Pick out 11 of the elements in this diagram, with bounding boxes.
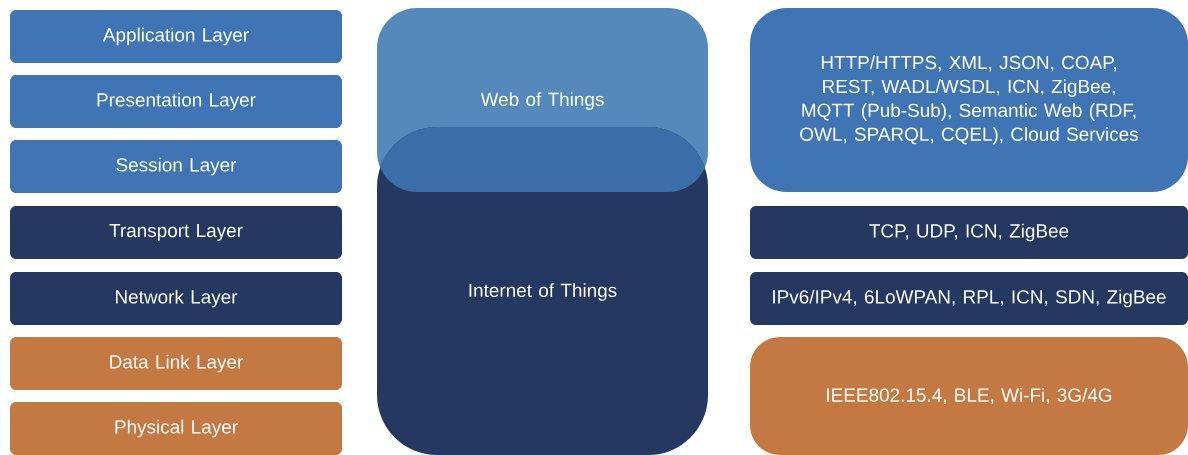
layer-box: Presentation Layer xyxy=(10,75,342,128)
protocol-box: TCP, UDP, ICN, ZigBee xyxy=(750,206,1188,259)
layer-box: Transport Layer xyxy=(10,206,342,259)
protocol-box: HTTP/HTTPS, XML, JSON, COAP, REST, WADL/WSDL, ICN, ZigBee, MQTT (Pub-Sub), Semantic Web (RDF, OWL, SPARQL, CQEL), Cloud Services xyxy=(750,8,1188,192)
layer-box: Data Link Layer xyxy=(10,337,342,390)
layer-box: Physical Layer xyxy=(10,402,342,455)
protocol-box: IEEE802.15.4, BLE, Wi-Fi, 3G/4G xyxy=(750,337,1188,455)
protocol-box: IPv6/IPv4, 6LoWPAN, RPL, ICN, SDN, ZigBee xyxy=(750,272,1188,325)
layer-box: Application Layer xyxy=(10,10,342,63)
layer-box: Network Layer xyxy=(10,272,342,325)
layer-box: Session Layer xyxy=(10,140,342,193)
